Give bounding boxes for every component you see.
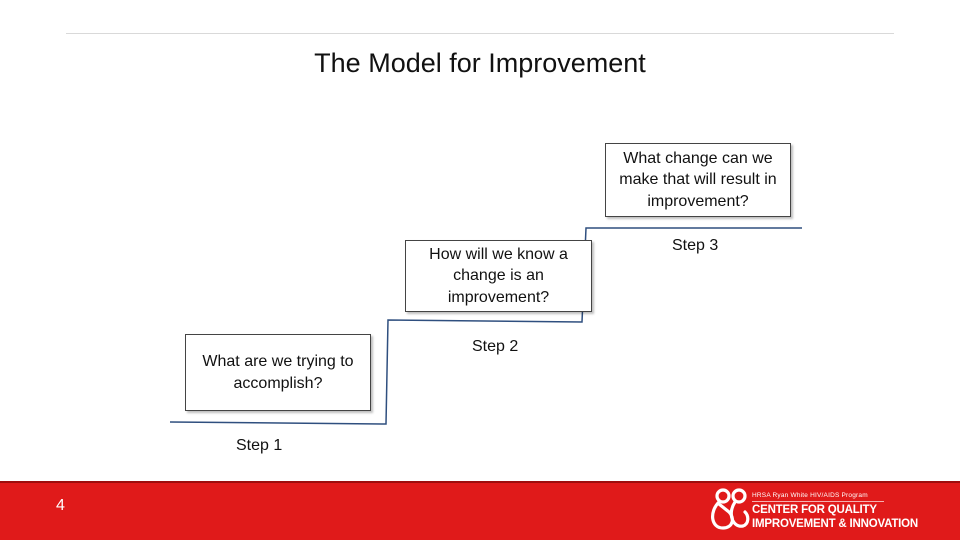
logo-line-1: CENTER FOR QUALITY bbox=[752, 504, 877, 516]
logo-small-text: HRSA Ryan White HIV/AIDS Program bbox=[752, 492, 868, 499]
question-box-1: What are we trying to accomplish? bbox=[185, 334, 371, 411]
logo-divider bbox=[752, 501, 884, 502]
page-number: 4 bbox=[56, 497, 65, 514]
question-box-3-text: What change can we make that will result… bbox=[619, 149, 777, 210]
question-box-2-text: How will we know a change is an improvem… bbox=[429, 245, 568, 306]
cqii-logo-icon bbox=[711, 488, 750, 530]
staircase-line bbox=[169, 227, 802, 425]
slide-title: The Model for Improvement bbox=[314, 48, 646, 78]
step-3-label: Step 3 bbox=[672, 237, 719, 254]
question-box-3: What change can we make that will result… bbox=[605, 143, 791, 217]
question-box-1-text: What are we trying to accomplish? bbox=[202, 353, 354, 392]
question-box-2: How will we know a change is an improvem… bbox=[405, 240, 592, 312]
step-1-label: Step 1 bbox=[236, 437, 283, 454]
footer-bar bbox=[0, 481, 960, 540]
logo-line-2: IMPROVEMENT & INNOVATION bbox=[752, 518, 918, 530]
step-2-label: Step 2 bbox=[472, 338, 519, 355]
logo-text: CENTER FOR QUALITY IMPROVEMENT & INNOVAT… bbox=[752, 503, 918, 531]
top-divider bbox=[66, 33, 894, 34]
